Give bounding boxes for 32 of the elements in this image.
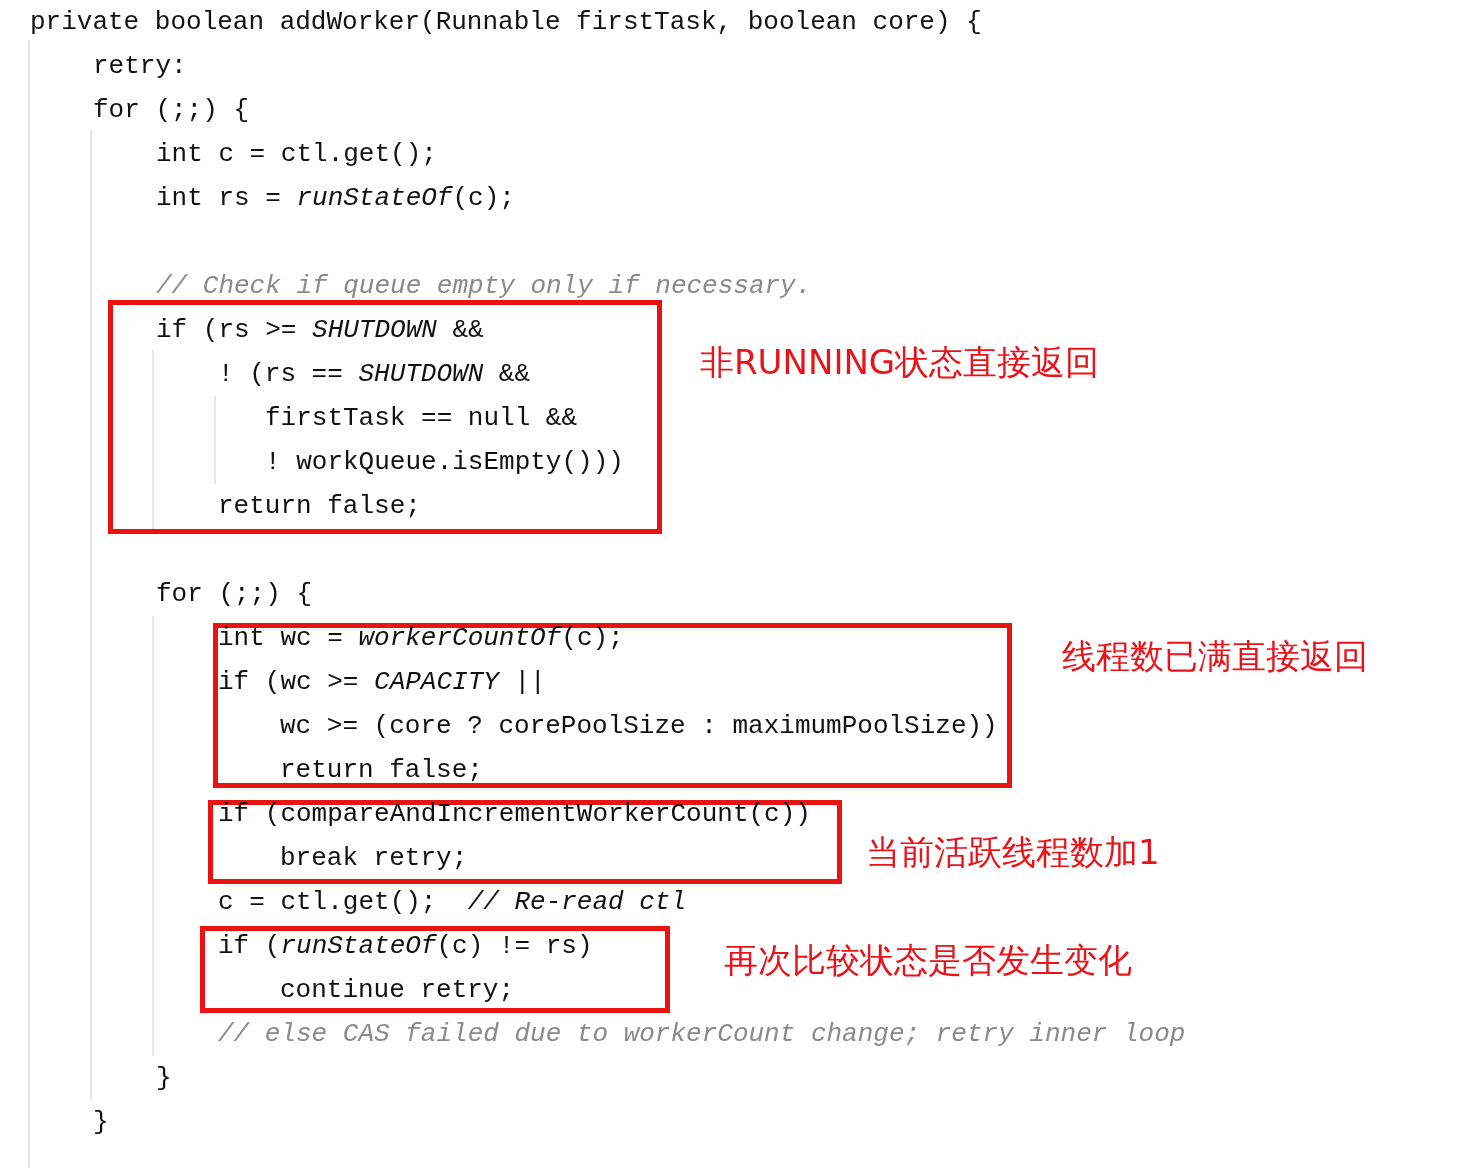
code-line: if (compareAndIncrementWorkerCount(c)) (218, 798, 811, 831)
code-line: return false; (218, 490, 421, 523)
annotation-text: 当前活跃线程数加1 (866, 831, 1160, 874)
code-line: int c = ctl.get(); (156, 138, 437, 171)
code-line: for (;;) { (156, 578, 313, 611)
code-line: ! (rs == SHUTDOWN && (218, 358, 531, 391)
code-line: if (wc >= CAPACITY || (218, 666, 546, 699)
code-line: return false; (280, 754, 483, 787)
code-line: break retry; (280, 842, 468, 875)
code-line: c = ctl.get(); // Re-read ctl (218, 886, 687, 919)
code-line: private boolean addWorker(Runnable firstTask, boolean core) { (30, 6, 982, 39)
code-line: retry: (93, 50, 187, 83)
code-line: int wc = workerCountOf(c); (218, 622, 624, 655)
code-comment: // else CAS failed due to workerCount change; retry inner loop (218, 1018, 1186, 1051)
highlight-box (208, 800, 842, 884)
annotation-text: 再次比较状态是否发生变化 (724, 939, 1132, 982)
code-line: firstTask == null && (265, 402, 578, 435)
code-line: for (;;) { (93, 94, 250, 127)
code-comment: // Check if queue empty only if necessary. (156, 270, 812, 303)
code-line: int rs = runStateOf(c); (156, 182, 515, 215)
annotation-text: 非RUNNING状态直接返回 (700, 341, 1100, 384)
code-line: } (156, 1062, 172, 1095)
code-line: if (runStateOf(c) != rs) (218, 930, 593, 963)
highlight-box (108, 300, 662, 534)
highlight-box (200, 926, 670, 1013)
code-line: continue retry; (280, 974, 515, 1007)
code-line: } (93, 1106, 109, 1139)
highlight-box (213, 623, 1012, 788)
annotation-text: 线程数已满直接返回 (1062, 635, 1368, 678)
code-line: wc >= (core ? corePoolSize : maximumPoolSize)) (280, 710, 998, 743)
code-line: if (rs >= SHUTDOWN && (156, 314, 484, 347)
code-line: ! workQueue.isEmpty())) (265, 446, 624, 479)
